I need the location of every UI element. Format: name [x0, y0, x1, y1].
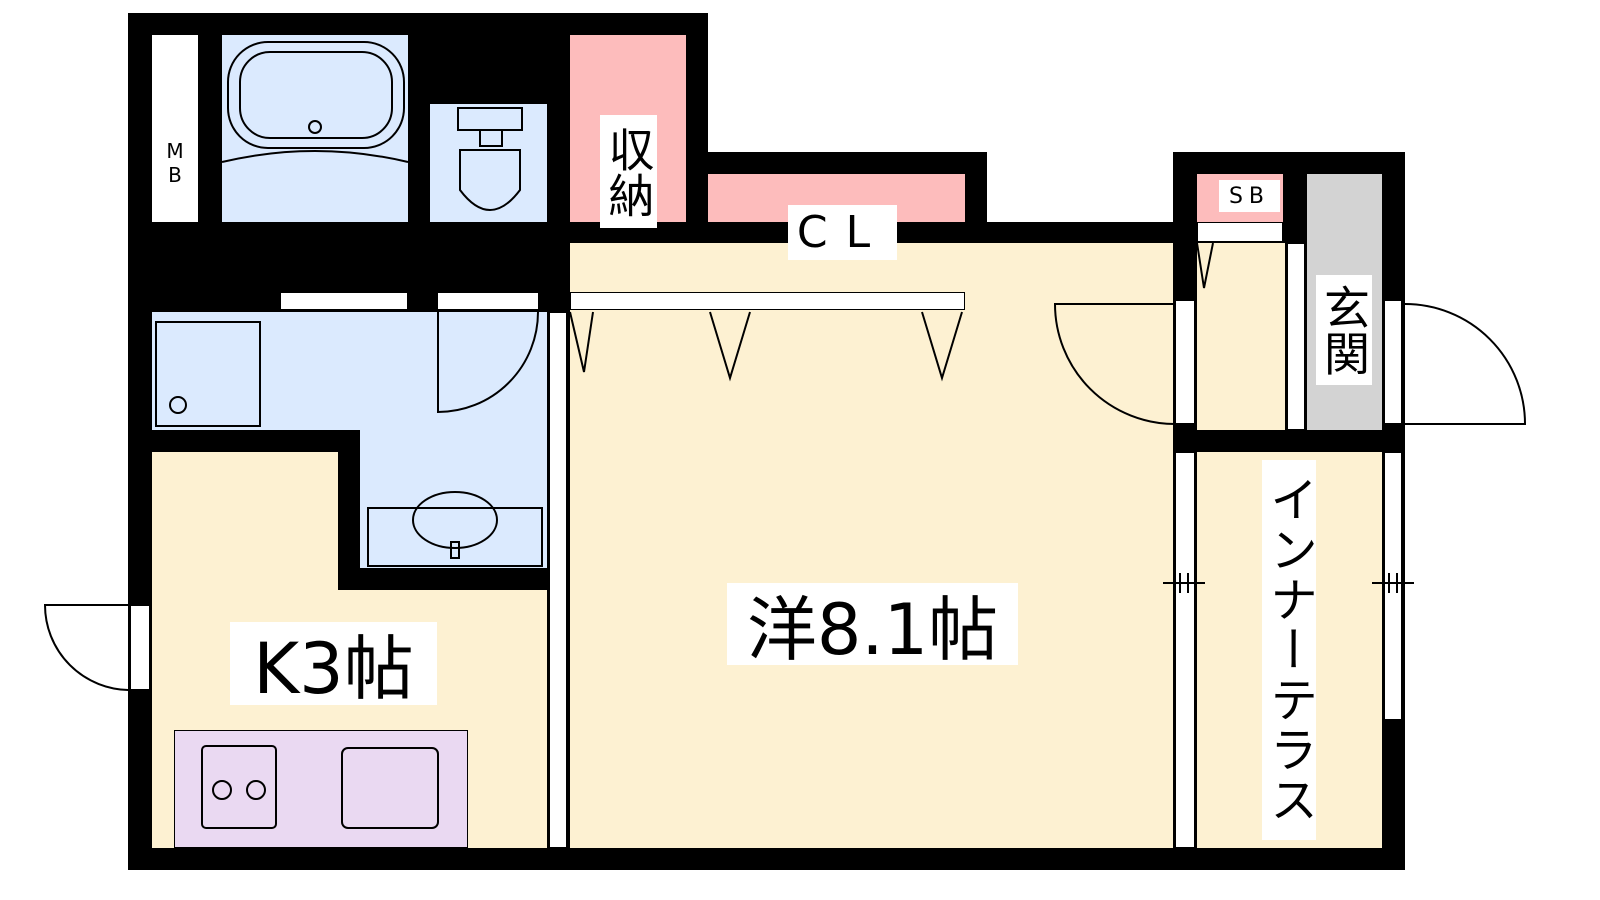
western-room-label: 洋8.1帖 — [727, 583, 1018, 671]
western-room — [570, 243, 1173, 848]
entry-hall — [1197, 243, 1285, 430]
closet-label: CL — [788, 205, 897, 260]
door-swing-icon — [43, 227, 1527, 691]
storage-label: 収納 — [600, 115, 657, 228]
sink-icon — [367, 491, 543, 567]
kitchen-label: K3帖 — [230, 622, 437, 710]
bathtub-icon — [221, 41, 409, 163]
washroom — [152, 312, 547, 430]
stove-icon — [201, 745, 277, 829]
shoe-box-label: SB — [1219, 180, 1280, 212]
toilet-icon — [457, 107, 523, 211]
kitchen-sink-icon — [341, 747, 439, 829]
inner-terrace-label: インナーテラス — [1261, 460, 1317, 840]
meter-box-label: MB — [163, 138, 187, 187]
entrance-label: 玄関 — [1316, 275, 1372, 385]
washing-machine-icon — [155, 321, 261, 427]
